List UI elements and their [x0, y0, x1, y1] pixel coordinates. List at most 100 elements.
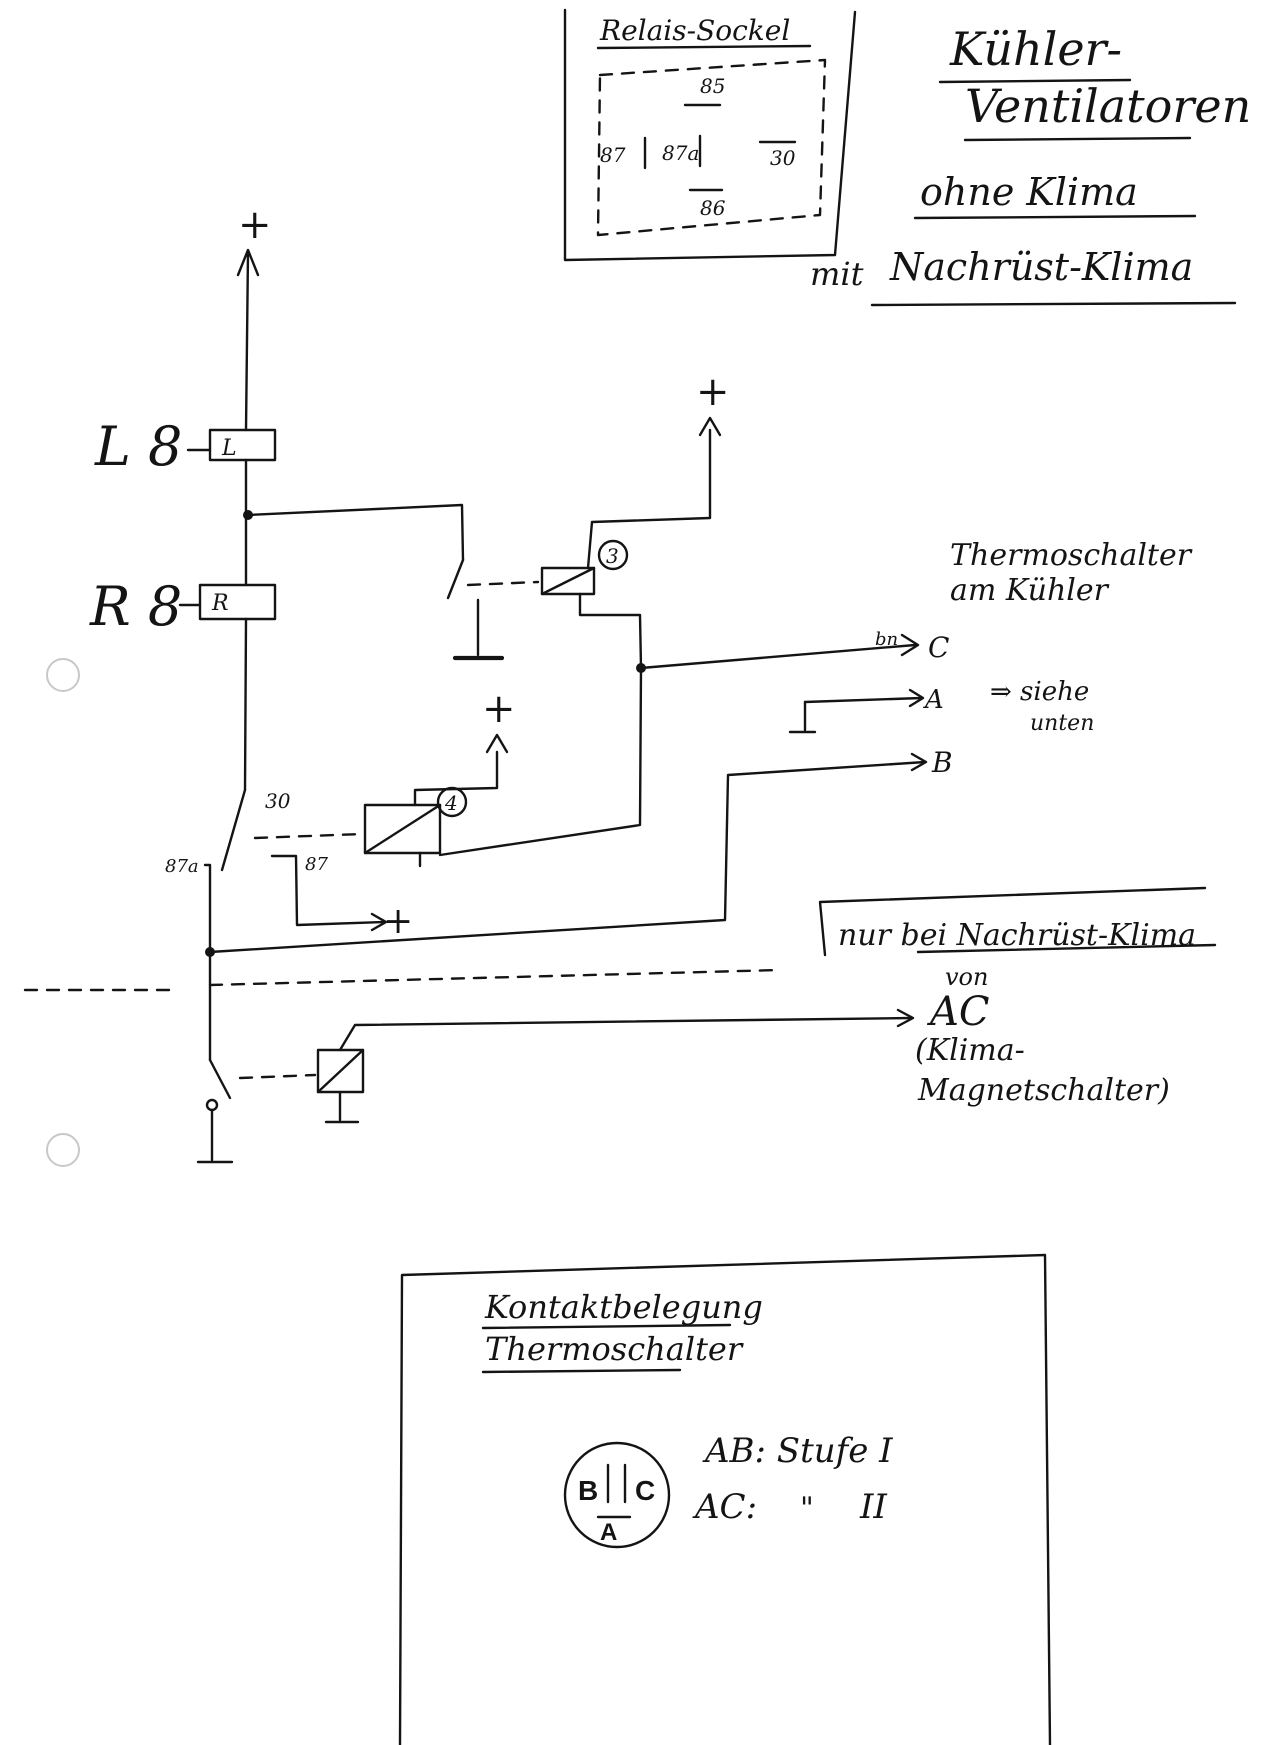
title-underline-1 — [938, 78, 1132, 84]
pinout-title-line-2: Thermoschalter — [485, 1330, 744, 1368]
pinout-row-ab: AB: Stufe I — [702, 1431, 893, 1471]
terminal-b-label: B — [931, 746, 953, 779]
terminal-a-label: A — [923, 685, 944, 715]
supply-plus-top-left: + — [238, 202, 272, 248]
thermoswitch-label-line-1: Thermoschalter — [950, 538, 1193, 573]
fuse-left-box — [208, 428, 277, 462]
variant-retrofit-ac: Nachrüst-Klima — [889, 245, 1193, 289]
pinout-box: Kontaktbelegung Thermoschalter B C A AB:… — [398, 1253, 1052, 1745]
wire-to-switch-3 — [246, 503, 465, 562]
relay-4-pin-30: 30 — [265, 789, 291, 813]
pinout-title-line-1: Kontaktbelegung — [484, 1288, 763, 1326]
ac-relay-coil-ground — [324, 1090, 360, 1124]
ac-relay-switch-contact — [205, 1098, 219, 1112]
see-below-line-2: unten — [1030, 711, 1094, 736]
supply-arrow-relay-3 — [698, 416, 722, 437]
relay-4-switch-blade — [220, 788, 247, 872]
title-line-2: Ventilatoren — [965, 79, 1251, 133]
fuse-left-label: L 8 — [94, 415, 182, 478]
ac-relay-switch-blade — [208, 1058, 232, 1100]
relay-3-coil-top-lead — [586, 428, 712, 570]
relay-4-coil-diagonal — [363, 803, 442, 855]
relay-4-top-lead — [413, 750, 499, 807]
pinout-row-ac-level: II — [859, 1487, 887, 1527]
punch-hole-bottom — [46, 1133, 80, 1167]
pinout-row-ac-pins: AC: — [692, 1487, 757, 1527]
relay-4-coil — [363, 803, 442, 855]
retrofit-ac-section: nur bei Nachrüst-Klima von AC (Klima- Ma… — [196, 886, 1217, 1164]
retrofit-separator-line — [23, 968, 782, 992]
wire-from-ac-arrow — [896, 1008, 915, 1028]
relay-3-coil — [540, 566, 596, 596]
ac-relay-actuation-link — [238, 1073, 317, 1080]
thermoswitch-label-line-2: am Kühler — [950, 573, 1110, 608]
relay-3-coil-bottom-lead — [578, 592, 643, 670]
title-underline-2 — [963, 136, 1192, 142]
wire-to-terminal-b — [208, 760, 927, 954]
retrofit-ac-label: AC — [926, 989, 990, 1035]
fuse-right-code: R — [211, 591, 229, 616]
retrofit-bracket — [818, 886, 1207, 957]
relay-4-pin-87a: 87a — [165, 856, 199, 877]
wire-to-terminal-c — [639, 643, 917, 670]
supply-arrow-top-left — [236, 248, 260, 432]
punch-hole-top — [46, 658, 80, 692]
supply-plus-relay-4-output: + — [383, 901, 413, 942]
relay-3-number-circle — [597, 539, 629, 571]
relay-socket-title-underline — [596, 44, 812, 50]
retrofit-from-label: von — [945, 963, 988, 991]
relay-4-actuation-link — [253, 832, 364, 840]
socket-pin-85: 85 — [700, 74, 725, 98]
ac-relay-coil-diagonal — [316, 1048, 365, 1094]
relay-3-switch-blade — [446, 558, 465, 600]
terminal-c-label: C — [928, 631, 949, 664]
relay-socket-outline — [596, 58, 827, 237]
variant-without-ac: ohne Klima — [920, 170, 1138, 214]
relay-4-lower-lead — [438, 666, 643, 857]
variant-retrofit-ac-underline — [870, 301, 1237, 307]
wire-from-ac — [338, 1016, 914, 1052]
fuse-right-label: R 8 — [89, 575, 182, 638]
pinout-row-ac-ditto: " — [800, 1491, 814, 1526]
terminal-b-arrow — [910, 752, 928, 772]
title-line-1: Kühler- — [949, 22, 1122, 76]
relay-4-87-arrow — [370, 912, 388, 932]
socket-pin-87: 87 — [600, 143, 626, 167]
supply-plus-relay-3: + — [696, 369, 730, 415]
title-block: Kühler- Ventilatoren ohne Klima mit Nach… — [810, 22, 1251, 307]
wire-color-brown: bn — [875, 629, 898, 650]
relay-socket-frame — [563, 8, 857, 262]
pinout-frame — [398, 1253, 1052, 1745]
fuse-right-box — [198, 583, 277, 621]
trunk-wire-lower — [243, 617, 248, 792]
relay-4-87a-lead — [203, 863, 212, 957]
socket-pin-87a: 87a — [662, 141, 699, 165]
socket-pin-30: 30 — [770, 146, 796, 170]
supply-plus-relay-4: + — [482, 686, 516, 732]
pinout-title-underline-2 — [481, 1368, 682, 1374]
terminal-a-arrow — [908, 688, 925, 708]
thermoswitch-connector — [563, 1441, 671, 1549]
retrofit-label-underline — [916, 943, 1217, 954]
relay-socket-box: Relais-Sockel 85 87 87a 30 86 — [563, 8, 857, 262]
terminal-a-ground-lead — [788, 700, 817, 734]
main-circuit: + L 8 L R 8 R 3 + bn C — [23, 202, 1193, 992]
connector-pin-c: C — [635, 1475, 655, 1506]
terminal-c-arrow — [900, 633, 920, 657]
see-below-line-1: ⇒ siehe — [990, 677, 1089, 707]
variant-prefix: mit — [810, 255, 864, 293]
relay-4-pin-87: 87 — [305, 854, 328, 875]
relay-socket-title: Relais-Sockel — [599, 14, 790, 47]
relay-4-number: 4 — [444, 791, 458, 815]
fuse-left-code: L — [221, 436, 237, 461]
relay-4-87-lead — [270, 854, 387, 927]
ac-relay-ground-lead — [196, 1108, 234, 1164]
relay-3-coil-diagonal — [540, 566, 596, 596]
wire-to-terminal-a — [803, 696, 924, 704]
supply-arrow-relay-4 — [485, 733, 509, 754]
relay-3-actuation-link — [466, 580, 540, 587]
socket-pin-86: 86 — [700, 196, 726, 220]
retrofit-ac-desc-line-1: (Klima- — [915, 1033, 1025, 1068]
retrofit-ac-desc-line-2: Magnetschalter) — [917, 1073, 1170, 1108]
